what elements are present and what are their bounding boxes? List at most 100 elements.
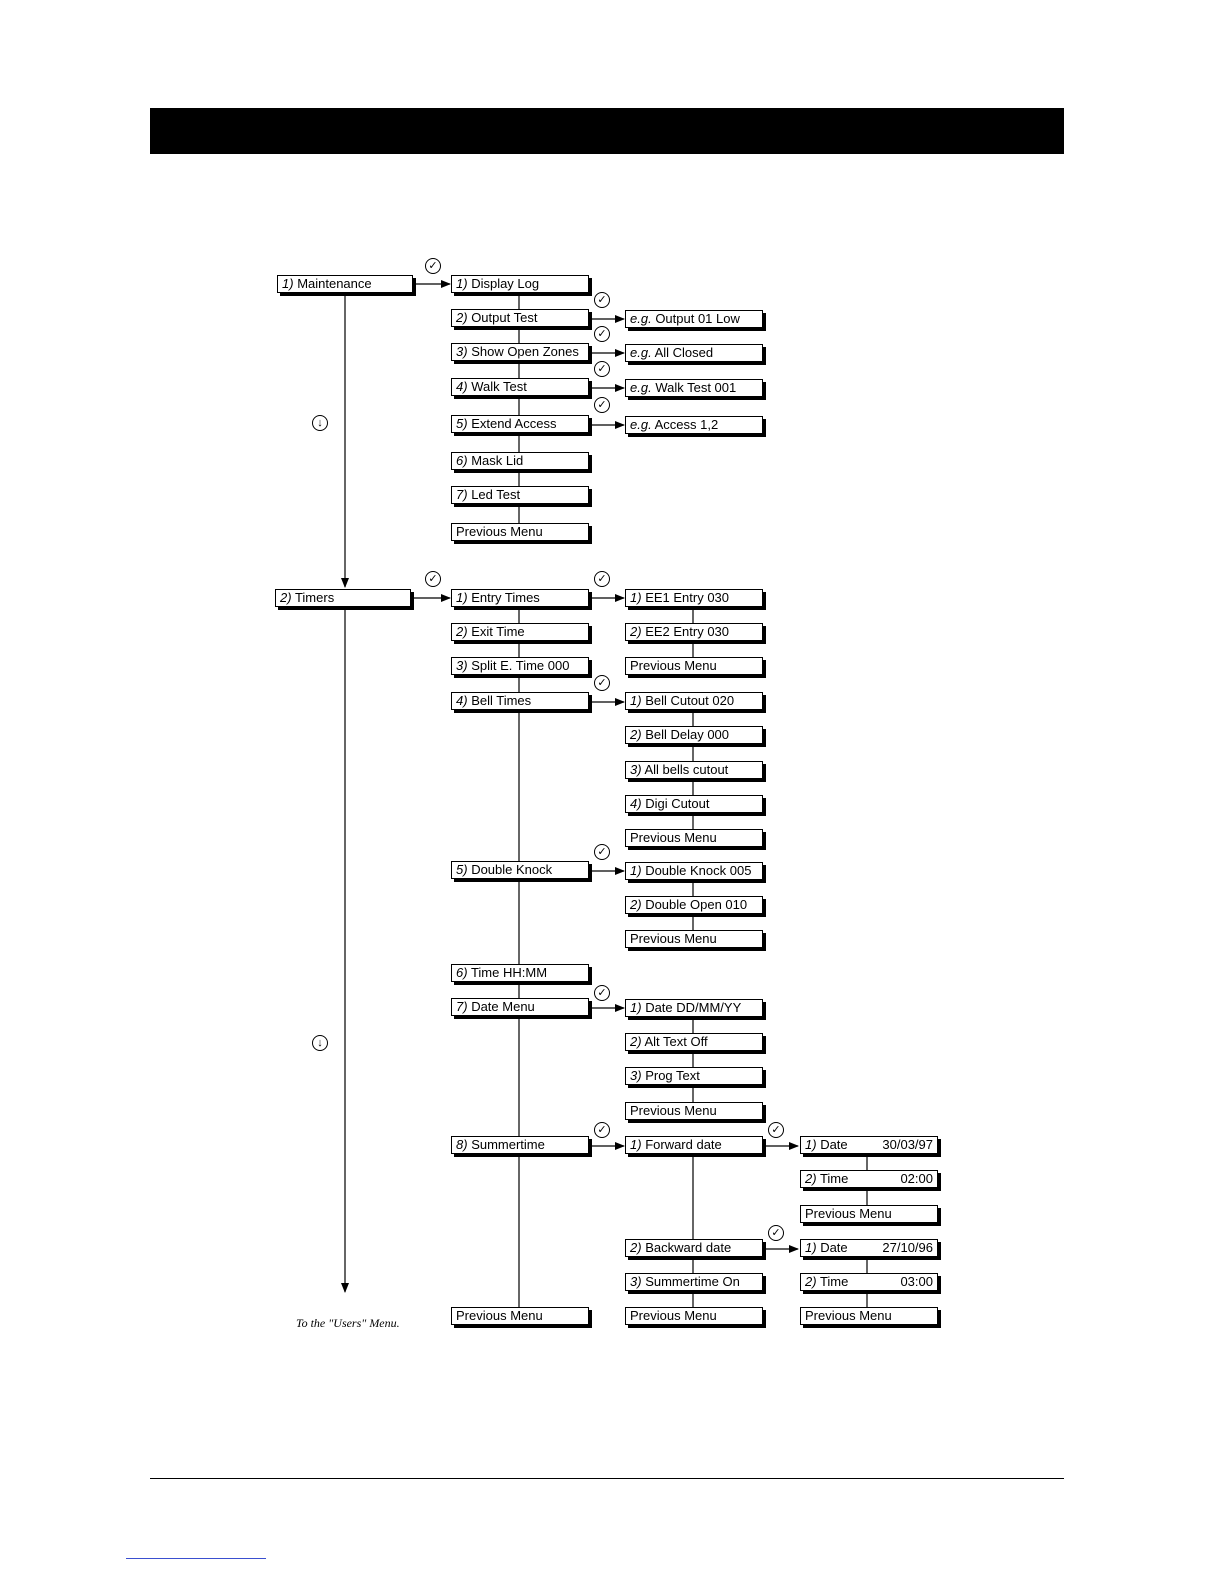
menu-label: Previous Menu [630,658,717,673]
menu-label: Display Log [471,276,540,291]
menu-box-timers-entry-times-1-ee2-entry-030: 2) EE2 Entry 030 [625,623,763,641]
menu-box-timers-items-7-summertime: 8) Summertime [451,1136,589,1154]
menu-box-timers-summertime-2-summertime-on: 3) Summertime On [625,1273,763,1291]
menu-box-maintenance-examples-3-access-1-2: e.g. Access 1,2 [625,416,763,434]
menu-box-timers-items-0-entry-times: 1) Entry Times [451,589,589,607]
menu-label: Date DD/MM/YY [645,1000,742,1015]
menu-number: 3) [630,762,642,777]
menu-label: Previous Menu [456,1308,543,1323]
menu-label: Time [819,1274,849,1289]
menu-box-timers-forward-date-2-previous-menu: Previous Menu [800,1205,938,1223]
menu-label: Walk Test 001 [655,380,737,395]
menu-number: 3) [630,1068,642,1083]
check-icon: ✓ [425,258,441,274]
menu-label: Access 1,2 [654,417,719,432]
menu-value: 30/03/97 [882,1137,933,1152]
menu-box-timers-items-2-split-e-time-000: 3) Split E. Time 000 [451,657,589,675]
menu-label: Time HH:MM [470,965,548,980]
menu-box-maintenance-items-7-previous-menu: Previous Menu [451,523,589,541]
menu-label: Bell Delay 000 [645,727,730,742]
menu-number: 6) [456,453,468,468]
menu-label: Digi Cutout [645,796,710,811]
example-prefix: e.g. [630,345,652,360]
check-icon: ✓ [594,326,610,342]
menu-box-timers-double-knock-2-previous-menu: Previous Menu [625,930,763,948]
menu-label: Previous Menu [805,1206,892,1221]
menu-label: Walk Test [471,379,527,394]
footer-rule [150,1478,1064,1479]
menu-label: Summertime On [645,1274,740,1289]
menu-box-timers-bell-times-4-previous-menu: Previous Menu [625,829,763,847]
menu-label: All Closed [654,345,714,360]
menu-label: Date [820,1240,848,1255]
menu-box-timers-label-timers: 2) Timers [275,589,411,607]
menu-box-timers-date-menu-0-date-dd-mm-yy: 1) Date DD/MM/YY [625,999,763,1017]
menu-label: Previous Menu [630,1103,717,1118]
check-icon: ✓ [594,571,610,587]
menu-label: Date Menu [471,999,535,1014]
menu-box-timers-items-1-exit-time: 2) Exit Time [451,623,589,641]
menu-number: 4) [456,693,468,708]
menu-box-timers-entry-times-0-ee1-entry-030: 1) EE1 Entry 030 [625,589,763,607]
menu-box-timers-backward-date-2-previous-menu: Previous Menu [800,1307,938,1325]
menu-label: Maintenance [297,276,372,291]
menu-label: Show Open Zones [471,344,579,359]
example-prefix: e.g. [630,380,652,395]
menu-box-maintenance-examples-1-all-closed: e.g. All Closed [625,344,763,362]
menu-number: 3) [456,344,468,359]
menu-box-maintenance-label-maintenance: 1) Maintenance [277,275,413,293]
menu-number: 1) [456,590,468,605]
menu-box-timers-summertime-3-previous-menu: Previous Menu [625,1307,763,1325]
check-icon: ✓ [768,1225,784,1241]
menu-label: Time [819,1171,849,1186]
menu-label: EE1 Entry 030 [645,590,730,605]
menu-number: 1) [630,1000,642,1015]
menu-box-timers-bell-times-0-bell-cutout-020: 1) Bell Cutout 020 [625,692,763,710]
menu-label: Previous Menu [630,931,717,946]
menu-number: 2) [630,1034,642,1049]
menu-label: EE2 Entry 030 [645,624,730,639]
menu-number: 1) [282,276,294,291]
check-icon: ✓ [768,1122,784,1138]
check-icon: ✓ [594,1122,610,1138]
menu-box-maintenance-items-0-display-log: 1) Display Log [451,275,589,293]
check-icon: ✓ [594,844,610,860]
menu-label: Date [820,1137,848,1152]
menu-number: 7) [456,487,468,502]
menu-label: Double Knock 005 [645,863,752,878]
menu-box-timers-date-menu-1-alt-text-off: 2) Alt Text Off [625,1033,763,1051]
menu-label: Previous Menu [630,1308,717,1323]
menu-label: Output 01 Low [655,311,740,326]
menu-number: 3) [456,658,468,673]
menu-box-timers-items-8-previous-menu: Previous Menu [451,1307,589,1325]
menu-label: Bell Cutout 020 [645,693,735,708]
menu-box-maintenance-items-5-mask-lid: 6) Mask Lid [451,452,589,470]
menu-label: Split E. Time 000 [471,658,570,673]
menu-label: Mask Lid [471,453,524,468]
menu-number: 4) [456,379,468,394]
menu-number: 4) [630,796,642,811]
menu-number: 1) [630,590,642,605]
menu-number: 1) [630,863,642,878]
header-bar [150,108,1064,154]
menu-box-maintenance-items-2-show-open-zones: 3) Show Open Zones [451,343,589,361]
menu-number: 2) [630,1240,642,1255]
menu-label: Alt Text Off [644,1034,708,1049]
menu-label: Output Test [471,310,538,325]
menu-label: Double Open 010 [645,897,748,912]
menu-label: Bell Times [471,693,532,708]
menu-box-maintenance-items-1-output-test: 2) Output Test [451,309,589,327]
menu-value: 03:00 [900,1274,933,1289]
menu-number: 2) [456,310,468,325]
menu-label: Entry Times [471,590,540,605]
check-icon: ✓ [594,985,610,1001]
menu-number: 6) [456,965,468,980]
menu-number: 2) [630,897,642,912]
menu-label: All bells cutout [644,762,729,777]
menu-box-timers-items-3-bell-times: 4) Bell Times [451,692,589,710]
footer-link-underline [126,1558,266,1559]
